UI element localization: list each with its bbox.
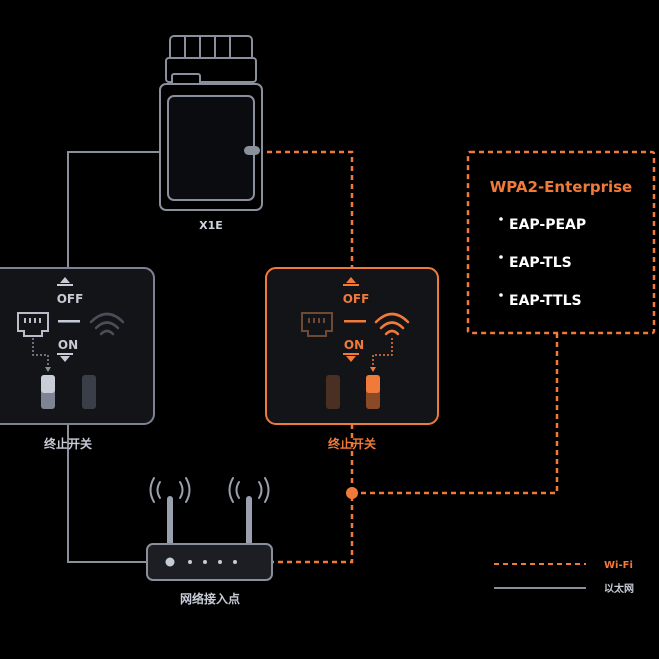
switch-left-off-label: OFF	[57, 292, 84, 306]
wifi-icon	[89, 312, 125, 336]
switch-panel-right: OFF ON	[265, 267, 439, 425]
legend: Wi-Fi 以太网	[494, 560, 634, 595]
ethernet-port-icon	[301, 312, 333, 337]
switch-right-on-label: ON	[344, 338, 364, 352]
x1e-device	[159, 35, 263, 211]
switch-left-on-label: ON	[58, 338, 78, 352]
security-item: EAP-PEAP	[509, 217, 586, 233]
ethernet-port-icon	[17, 312, 49, 337]
arrow-down-icon	[60, 356, 70, 362]
slider-ethernet	[326, 375, 340, 409]
router	[146, 477, 273, 581]
security-title: WPA2-Enterprise	[490, 178, 632, 196]
ethernet-line-router	[67, 424, 147, 563]
switch-panel-left: OFF ON	[0, 267, 155, 425]
wifi-line-router	[272, 424, 354, 564]
signal-wave-icon	[149, 477, 270, 503]
arrow-down-icon	[346, 356, 356, 362]
switch-right-label: 终止开关	[328, 436, 376, 451]
switch-right-off-label: OFF	[343, 292, 370, 306]
ethernet-line-device	[67, 151, 160, 268]
slider-wifi	[82, 375, 96, 409]
security-item: EAP-TTLS	[509, 293, 582, 309]
security-box	[466, 150, 656, 335]
junction-dot	[346, 487, 358, 499]
bullet-icon	[499, 293, 503, 297]
switch-left-label: 终止开关	[44, 436, 92, 451]
security-item-list: EAP-PEAP EAP-TLS EAP-TTLS	[499, 217, 586, 309]
wifi-line-device	[258, 150, 354, 268]
bullet-icon	[499, 255, 503, 259]
router-label: 网络接入点	[180, 591, 240, 606]
legend-wifi-label: Wi-Fi	[604, 560, 633, 571]
arrow-up-icon	[346, 277, 356, 283]
arrow-up-icon	[60, 277, 70, 283]
bullet-icon	[499, 217, 503, 221]
security-item: EAP-TLS	[509, 255, 572, 271]
device-name: X1E	[199, 219, 223, 232]
legend-ethernet-label: 以太网	[604, 582, 634, 595]
wifi-icon	[374, 312, 410, 336]
